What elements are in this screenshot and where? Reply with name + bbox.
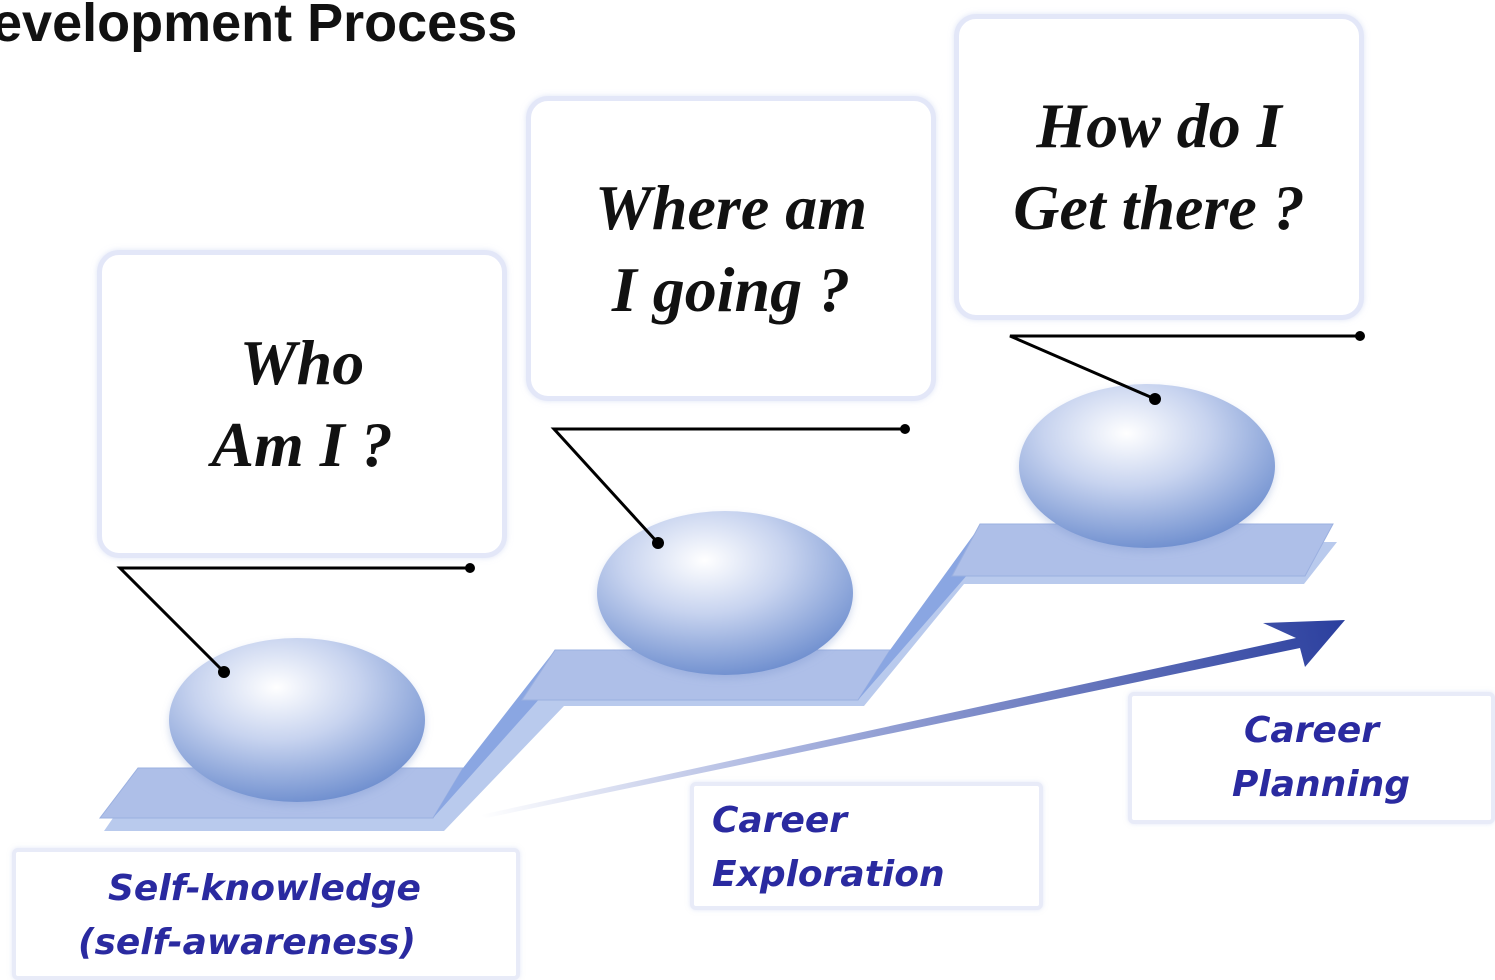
stage-label-line: (self-awareness) <box>78 922 416 963</box>
question-line: Am I ? <box>211 409 393 480</box>
progress-arrow <box>480 620 1345 818</box>
question-line: Where am <box>595 171 867 243</box>
stage-label-line: Exploration <box>712 854 945 895</box>
question-line: How do I <box>1036 90 1282 161</box>
stage-label-career-planning: Career Planning <box>1128 692 1495 824</box>
stage-label-line: Career <box>712 800 848 841</box>
stage-label-line: Planning <box>1232 764 1411 805</box>
callout-connector-1 <box>116 563 475 678</box>
question-line: Get there ? <box>1013 172 1305 243</box>
question-line: I going ? <box>611 253 851 325</box>
callout-connector-2 <box>550 424 910 549</box>
stage-label-line: Career <box>1244 710 1380 751</box>
stage-label-line: Self-knowledge <box>108 868 421 909</box>
question-box-who-am-i: Who Am I ? <box>97 250 507 558</box>
sphere-3 <box>1019 384 1275 548</box>
sphere-2 <box>597 511 853 675</box>
question-box-where-am-i-going: Where am I going ? <box>526 96 936 401</box>
stage-label-self-knowledge: Self-knowledge (self-awareness) <box>12 848 520 980</box>
sphere-1 <box>169 638 425 802</box>
question-line: Who <box>239 327 365 398</box>
question-box-how-do-i-get-there: How do I Get there ? <box>954 14 1364 320</box>
page-title: evelopment Process <box>0 0 518 53</box>
callout-connector-3 <box>1009 331 1365 405</box>
stage-label-career-exploration: Career Exploration <box>690 782 1043 910</box>
